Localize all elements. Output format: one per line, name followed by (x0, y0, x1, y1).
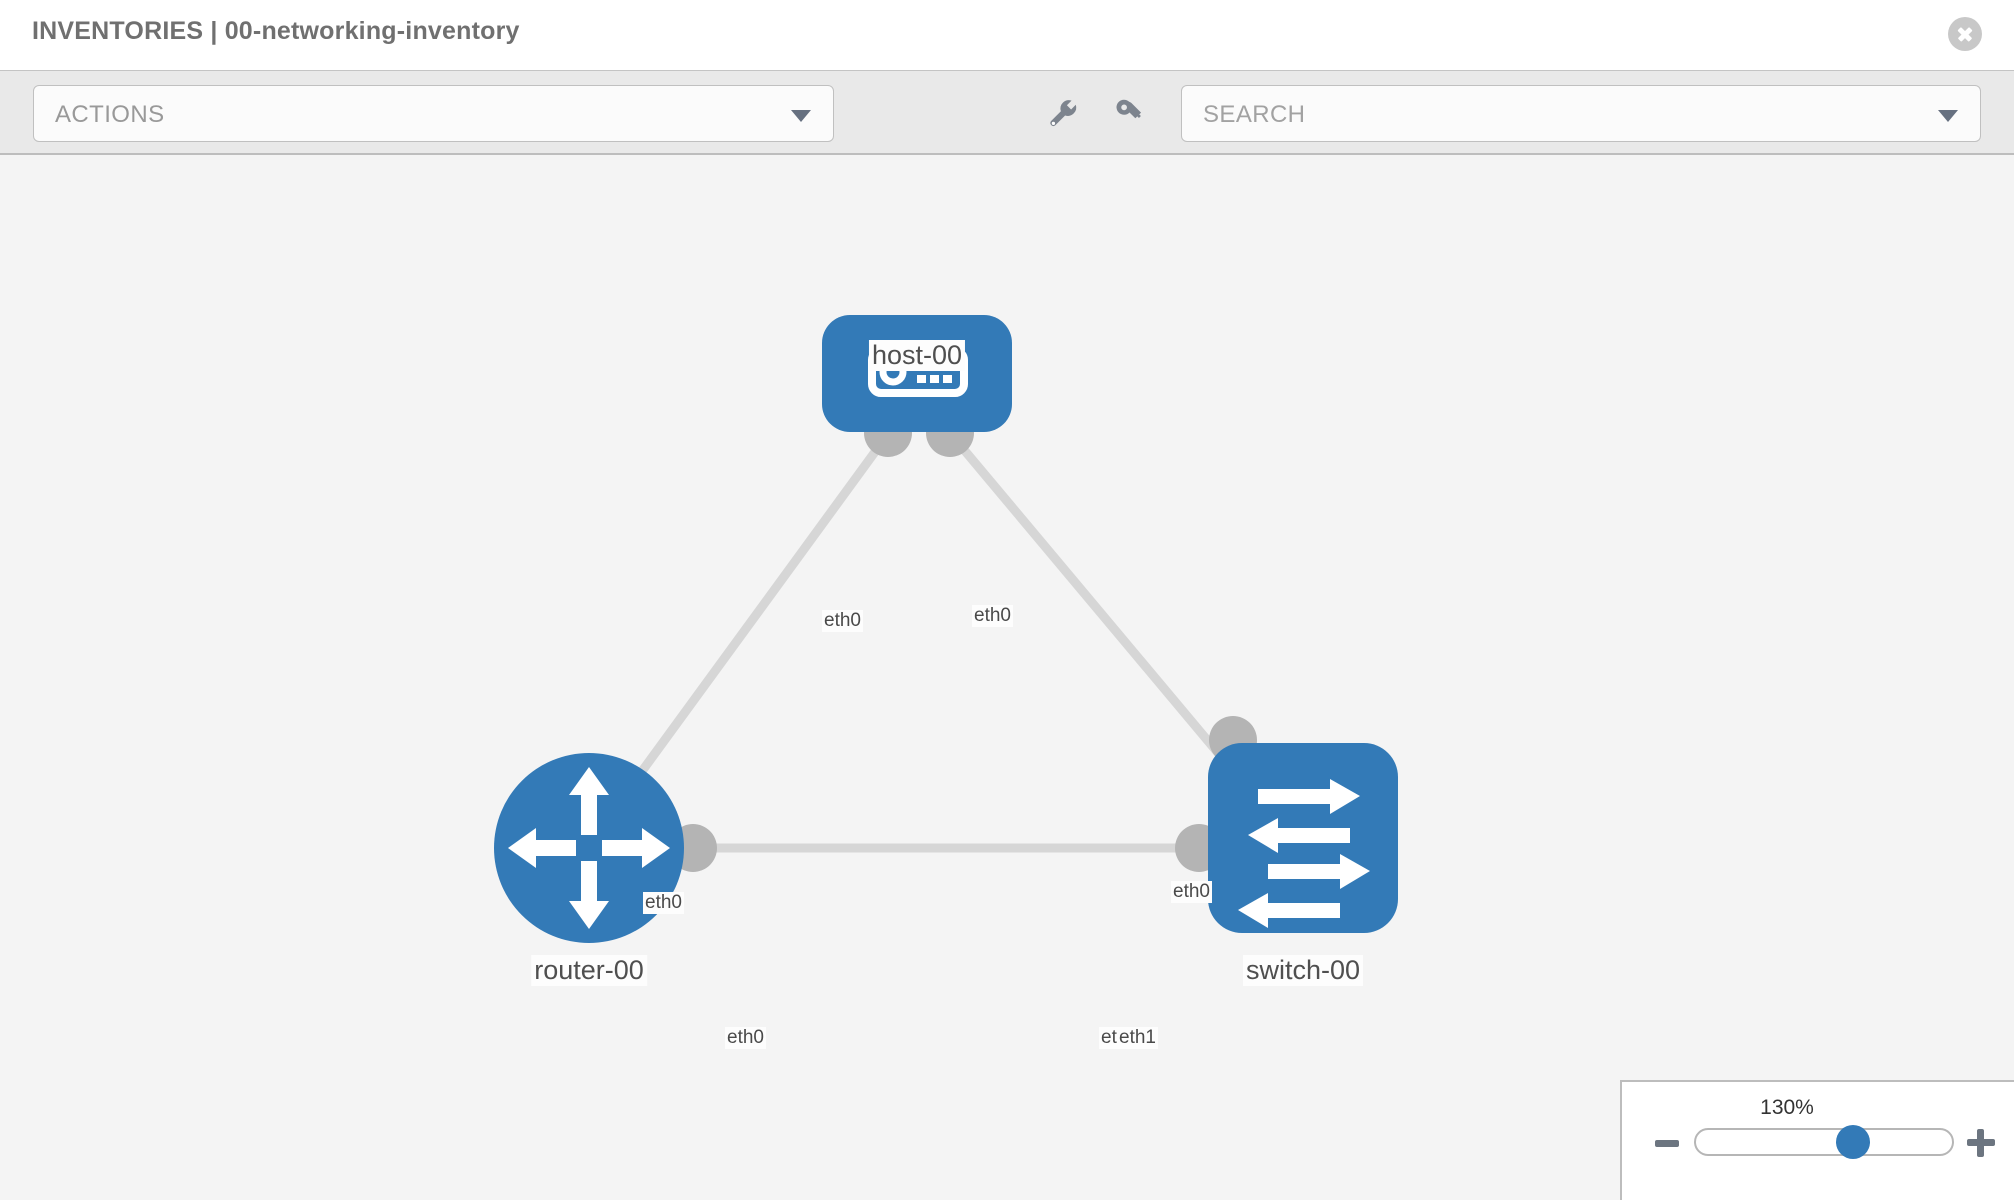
port-label: eth0 (1171, 881, 1212, 903)
key-icon[interactable] (1113, 97, 1149, 133)
actions-dropdown[interactable]: ACTIONS (33, 85, 834, 142)
page-header: INVENTORIES | 00-networking-inventory (0, 0, 2014, 70)
node-label-switch-00: switch-00 (1242, 955, 1364, 986)
topology-ports (669, 409, 1257, 872)
plus-icon[interactable] (1967, 1129, 1995, 1157)
topology-links (606, 442, 1274, 853)
toolbar: ACTIONS SEARCH (0, 70, 2014, 155)
port-label: eth1 (1117, 1027, 1158, 1049)
chevron-down-icon (791, 110, 811, 122)
wrench-icon[interactable] (1045, 97, 1081, 133)
link-host00-router00[interactable] (606, 442, 884, 818)
port-label: eth0 (725, 1027, 766, 1049)
node-router-00[interactable] (494, 753, 684, 943)
page-title: INVENTORIES | 00-networking-inventory (32, 17, 520, 45)
node-label-host-00: host-00 (868, 340, 966, 371)
topology-canvas[interactable]: host-00 router-00 switch-00 eth0 eth0 et… (0, 155, 2014, 1200)
node-switch-00[interactable] (1208, 743, 1398, 933)
minus-icon[interactable] (1655, 1140, 1679, 1147)
zoom-slider-track[interactable] (1694, 1128, 1954, 1156)
search-input-value: SEARCH (1203, 101, 1306, 128)
zoom-control-panel: 130% (1620, 1080, 2014, 1200)
zoom-level-value: 130% (1760, 1096, 1814, 1119)
node-host-00[interactable] (822, 315, 1012, 432)
topology-graph (494, 315, 1398, 943)
port-label: eth0 (822, 610, 863, 632)
actions-dropdown-label: ACTIONS (55, 101, 165, 128)
zoom-slider-thumb[interactable] (1836, 1125, 1871, 1159)
port-label: eth0 (972, 605, 1013, 627)
node-label-router-00: router-00 (531, 955, 647, 986)
port-label: eth0 (643, 892, 684, 914)
close-icon[interactable] (1948, 17, 1982, 51)
chevron-down-icon (1938, 110, 1958, 122)
search-input[interactable]: SEARCH (1181, 85, 1981, 142)
